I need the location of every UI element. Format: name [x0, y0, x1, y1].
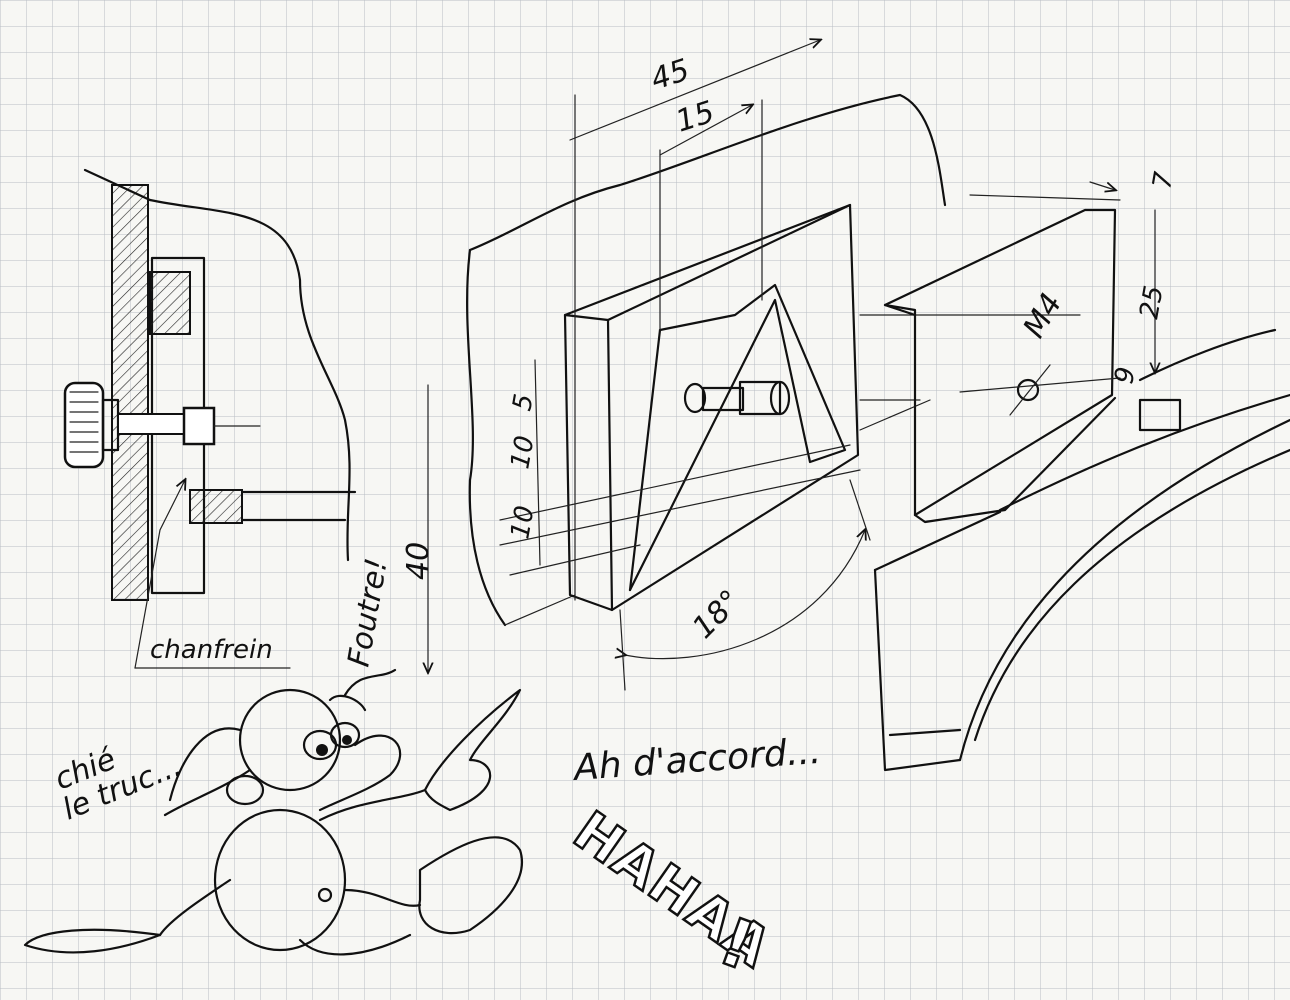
dim-10b-label: 10 [505, 433, 540, 471]
dim-10a-label: 10 [505, 503, 540, 541]
wall-section [111, 184, 149, 601]
screw-nut [182, 406, 216, 446]
dim-40-label: 40 [401, 542, 436, 580]
chanfrein-label: chanfrein [150, 635, 273, 665]
cartoon-character [23, 668, 523, 956]
dim-5-label: 5 [507, 392, 539, 414]
section-view: chanfrein [63, 168, 357, 669]
dim-7-label: 7 [1147, 169, 1179, 191]
knurled-knob [63, 381, 105, 469]
screw-shaft [117, 413, 187, 435]
lower-block [189, 489, 243, 524]
dim-25-label: 25 [1134, 283, 1169, 321]
clamp-block [149, 271, 191, 335]
dim-9-label: 9 [1109, 365, 1141, 387]
